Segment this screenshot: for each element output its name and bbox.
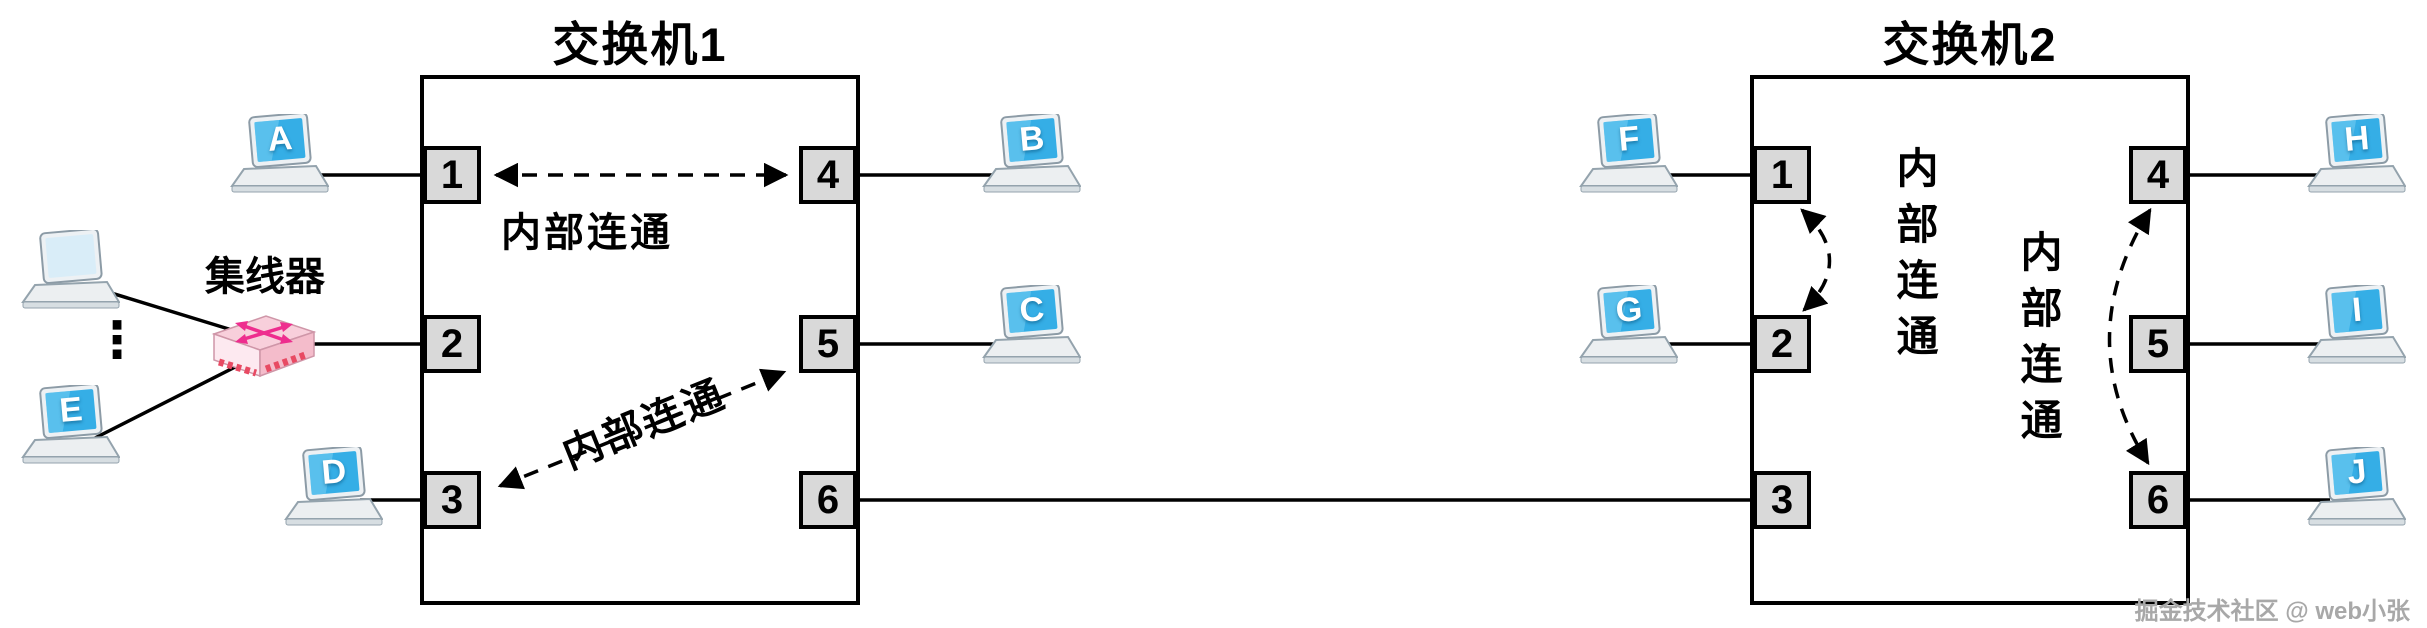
laptop-icon: [284, 447, 383, 526]
laptop-icon: [982, 114, 1081, 193]
switch1-title: 交换机1: [552, 18, 728, 71]
laptop-f: F: [1578, 114, 1678, 196]
host-label-g: G: [1614, 289, 1644, 331]
switch1-port-3: 3: [423, 471, 481, 529]
laptop-i: I: [2306, 285, 2406, 367]
switch2-port-2: 2: [1753, 315, 1811, 373]
internal-arrow-sw2-p4-p6: [2107, 207, 2152, 466]
laptop-icon: [230, 114, 329, 193]
laptop-c: C: [981, 285, 1081, 367]
host-label-j: J: [2345, 452, 2369, 492]
laptop-g: G: [1578, 285, 1678, 367]
switch1-port-6: 6: [799, 471, 857, 529]
laptop-h: H: [2306, 114, 2406, 196]
laptop-a: A: [229, 114, 329, 196]
laptop-icon: [1579, 285, 1678, 364]
switch1-port-2: 2: [423, 315, 481, 373]
more-hosts-ellipsis: ⋮: [92, 312, 142, 368]
hub-device: [206, 306, 322, 384]
cable-unlabeled-host-hub: [94, 286, 246, 336]
internal-label-sw2-right: 内部连通: [2015, 230, 2062, 454]
switch1-port-5: 5: [799, 315, 857, 373]
watermark: 掘金技术社区 @ web小张: [2134, 598, 2410, 625]
laptop-d: D: [283, 447, 383, 529]
switch2-port-4: 4: [2129, 146, 2187, 204]
cable-hostE-hub: [94, 360, 246, 440]
host-label-c: C: [1018, 290, 1046, 330]
switch2-port-6: 6: [2129, 471, 2187, 529]
host-label-f: F: [1616, 119, 1641, 159]
switch2-port-5: 5: [2129, 315, 2187, 373]
laptop-j: J: [2306, 447, 2406, 529]
laptop-icon: [982, 285, 1081, 364]
laptop-icon: [2307, 285, 2406, 364]
laptop-icon: [21, 230, 120, 309]
hub-label: 集线器: [205, 255, 325, 299]
laptop-icon: [1579, 114, 1678, 193]
switch2-box: [1750, 75, 2190, 605]
laptop-e: E: [20, 385, 120, 467]
host-label-b: B: [1018, 119, 1046, 159]
switch2-port-1: 1: [1753, 146, 1811, 204]
host-label-e: E: [57, 390, 84, 430]
host-label-a: A: [266, 119, 294, 159]
internal-arrow-sw2-p1-p2: [1800, 208, 1832, 312]
switch1-port-1: 1: [423, 146, 481, 204]
switch1-box: [420, 75, 860, 605]
internal-label-sw2-left: 内部连通: [1891, 146, 1938, 370]
host-label-i: I: [2350, 290, 2364, 330]
internal-label-sw1-top: 内部连通: [501, 211, 673, 255]
laptop-b: B: [981, 114, 1081, 196]
hub-crossed-arrows-icon: [243, 324, 285, 342]
laptop-icon: [2307, 447, 2406, 526]
laptop-icon: [21, 385, 120, 464]
hub-icon: [211, 315, 317, 378]
switch2-port-3: 3: [1753, 471, 1811, 529]
laptop-icon: [2307, 114, 2406, 193]
switch1-port-4: 4: [799, 146, 857, 204]
host-label-d: D: [320, 452, 348, 492]
host-label-h: H: [2343, 119, 2371, 159]
switch2-title: 交换机2: [1882, 18, 2058, 71]
laptop-unlabeled: [20, 230, 120, 312]
